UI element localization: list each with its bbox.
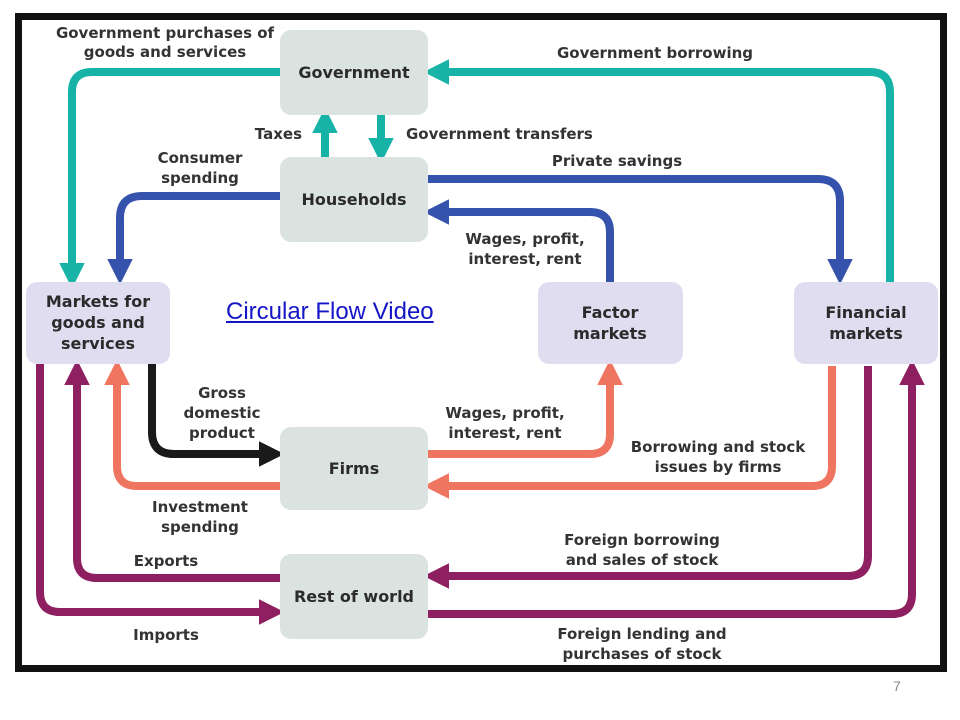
node-factor-markets-line1: Factor (582, 303, 639, 322)
slide-number: 7 (893, 678, 901, 694)
label-consumer-spending-line1: Consumer (158, 149, 243, 167)
node-markets-goods-line3: services (61, 334, 135, 353)
label-gdp-line3: product (189, 424, 255, 442)
arrow-imports (36, 364, 285, 625)
node-financial-markets: Financial markets (794, 282, 938, 364)
node-financial-markets-line2: markets (829, 324, 903, 343)
label-private-savings: Private savings (552, 152, 682, 170)
arrow-consumer-spending (107, 192, 280, 285)
arrow-gov-borrowing (423, 59, 894, 282)
node-households-label: Households (302, 190, 407, 209)
node-firms-label: Firms (329, 459, 380, 478)
node-firms: Firms (280, 427, 428, 510)
label-foreign-borrowing-line2: and sales of stock (566, 551, 720, 569)
label-borrowing-stock-line1: Borrowing and stock (631, 438, 807, 456)
arrow-foreign-lending (428, 359, 925, 618)
arrow-private-savings (428, 175, 853, 285)
node-markets-goods-line2: goods and (51, 313, 145, 332)
node-rest-of-world-label: Rest of world (294, 587, 414, 606)
label-foreign-lending-line2: purchases of stock (562, 645, 722, 663)
circular-flow-video-link[interactable]: Circular Flow Video (226, 298, 434, 325)
node-government-label: Government (298, 63, 410, 82)
label-investment-spending-line1: Investment (152, 498, 248, 516)
arrow-gdp (148, 364, 285, 467)
label-wages-households-line1: Wages, profit, (465, 230, 584, 248)
label-gdp-line2: domestic (184, 404, 261, 422)
node-markets-goods: Markets for goods and services (26, 282, 170, 364)
label-taxes: Taxes (255, 125, 302, 143)
label-gov-borrowing: Government borrowing (557, 44, 753, 62)
label-investment-spending-line2: spending (161, 518, 239, 536)
label-gdp-line1: Gross (198, 384, 246, 402)
arrow-exports (64, 359, 280, 582)
label-foreign-borrowing-line1: Foreign borrowing (564, 531, 720, 549)
arrow-borrowing-stock (423, 366, 836, 499)
label-gov-transfers: Government transfers (406, 125, 593, 143)
label-wages-factor-line2: interest, rent (448, 424, 561, 442)
node-rest-of-world: Rest of world (280, 554, 428, 639)
node-financial-markets-line1: Financial (825, 303, 906, 322)
arrow-foreign-borrowing (423, 366, 872, 589)
arrow-investment-spending (104, 359, 280, 490)
label-wages-factor-line1: Wages, profit, (445, 404, 564, 422)
label-borrowing-stock-line2: issues by firms (655, 458, 782, 476)
label-consumer-spending-line2: spending (161, 169, 239, 187)
label-foreign-lending-line1: Foreign lending and (557, 625, 726, 643)
label-gov-purchases-line1: Government purchases of (56, 24, 275, 42)
arrow-gov-purchases (59, 68, 280, 289)
node-factor-markets: Factor markets (538, 282, 683, 364)
label-wages-households-line2: interest, rent (468, 250, 581, 268)
label-imports: Imports (133, 626, 199, 644)
node-markets-goods-line1: Markets for (46, 292, 150, 311)
arrow-wages-to-households (423, 199, 614, 282)
node-government: Government (280, 30, 428, 115)
diagram-panel (22, 20, 940, 665)
node-households: Households (280, 157, 428, 242)
arrow-wages-to-factor (428, 359, 623, 458)
node-factor-markets-line2: markets (573, 324, 647, 343)
label-exports: Exports (134, 552, 199, 570)
label-gov-purchases-line2: goods and services (84, 43, 246, 61)
